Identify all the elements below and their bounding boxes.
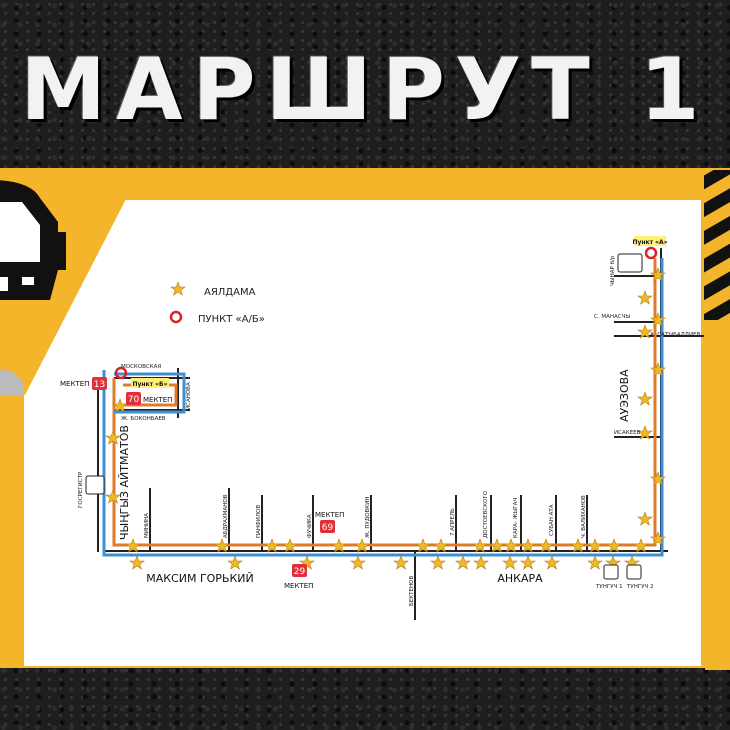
tunguch-2-label: ТУНГУЧ 2 [626,584,654,590]
point-b-bg [131,378,169,388]
stop-star [105,489,121,504]
stop-star [538,538,554,553]
stop-star [473,555,489,570]
stop-star [415,538,431,553]
street-maxim-gorky: МАКСИМ ГОРЬКИЙ [146,572,254,585]
stop-star [489,538,505,553]
stop-star [331,538,347,553]
street-abdrakhmanov: АБДРАХМАНОВ [223,494,229,538]
school-29-box [292,564,307,577]
school-13-box [92,377,107,390]
street-minina: МИНИНА [144,513,150,538]
bus-stops [105,267,666,570]
street-isanova: ИСАНОВА [186,382,192,410]
street-kara-zhygach: КАРА- ЖЫГАЧ [513,498,519,538]
stop-star [520,555,536,570]
legend-stop-label: АЯЛДАМА [204,287,256,298]
street-suban-ata: СУБАН АТА [549,504,555,536]
school-markers: 13 70 69 29 [92,377,335,577]
stop-star [587,538,603,553]
stop-star [393,555,409,570]
stop-star [570,538,586,553]
stop-star [503,538,519,553]
stop-star [650,471,666,486]
school-29-label: МЕКТЕП [284,582,313,590]
school-69-number: 69 [322,523,334,533]
stop-star [650,312,666,327]
street-chinar: ЧЫНАР б/р [610,255,616,286]
street-ankara: АНКАРА [497,572,543,585]
stop-star [637,324,653,339]
stop-star [105,430,121,445]
point-a-marker [644,246,658,260]
street-bokonbaev: Ж. БОКОНБАЕВ [121,416,166,422]
stop-star [633,538,649,553]
stop-star [227,555,243,570]
legend-point-label: ПУНКТ «А/Б» [198,314,265,325]
stop-star [544,555,560,570]
point-a-label: Пункт «А» [632,239,667,246]
stop-star [430,555,446,570]
legend-point-marker [169,310,183,324]
stop-star [350,555,366,570]
street-panfilov: ПАНФИЛОВ [256,505,262,538]
street-aitmatov: ЧЫҢГЫЗ АЙТМАТОВ [118,425,131,540]
map-card [24,200,701,666]
school-69-label: МЕКТЕП [315,511,344,519]
stop-star [354,538,370,553]
stop-star [455,555,471,570]
street-manas: С. МАНАСЧЫ [594,314,630,320]
stop-star [637,511,653,526]
street-gosregistr: ГОСРЕГИСТР [78,471,84,508]
stop-star [264,538,280,553]
stop-star [129,555,145,570]
street-satybaldiev: А. САТЫБАЛДИЕВ [650,332,701,338]
street-auezova: АУЭЗОВА [618,369,631,422]
street-valikhanov: Ч. ВАЛИХАНОВ [581,495,587,538]
stop-star [125,538,141,553]
stop-star [650,362,666,377]
page-title: МАРШРУТ 1 [20,40,710,140]
point-b-label: Пункт «Б» [132,381,167,388]
school-29-number: 29 [294,567,306,577]
stop-star [282,538,298,553]
school-70-box [126,392,141,405]
hazard-stripes [704,170,730,670]
stop-star [112,398,128,413]
street-isakeev: ИСАКЕЕВ [614,430,641,436]
stop-star [606,538,622,553]
street-moskovskaya: МОСКОВСКАЯ [121,364,161,370]
stop-star [472,538,488,553]
point-markers [114,246,658,380]
stop-star [637,290,653,305]
street-pudovkin: Ж. ПУДОВКИН [365,497,371,538]
stop-star [502,555,518,570]
stop-star [650,531,666,546]
stop-star [587,555,603,570]
street-bektenov: БЕКТЕНОВ [409,576,415,606]
school-13-label: МЕКТЕП [60,380,89,388]
school-13-number: 13 [94,380,105,390]
school-70-number: 70 [128,395,140,405]
street-dostoevsky: ДОСТОЕВСКОГО [483,490,489,538]
street-fuchik: ФУЧИКА [307,514,313,538]
stop-star [214,538,230,553]
building-markers [85,253,643,580]
school-69-box [320,520,335,533]
stop-star [637,425,653,440]
stop-star [433,538,449,553]
stop-star [637,391,653,406]
stop-star [520,538,536,553]
point-a-bg [634,236,666,246]
bus-icon [0,172,140,396]
stop-star [650,267,666,282]
point-b-marker [114,366,128,380]
school-70-label: МЕКТЕП [143,396,172,404]
tunguch-1-label: ТУНГУЧ 1 [595,584,623,590]
street-april7: 7 АПРЕЛЬ [450,508,456,536]
stop-star [170,281,186,296]
